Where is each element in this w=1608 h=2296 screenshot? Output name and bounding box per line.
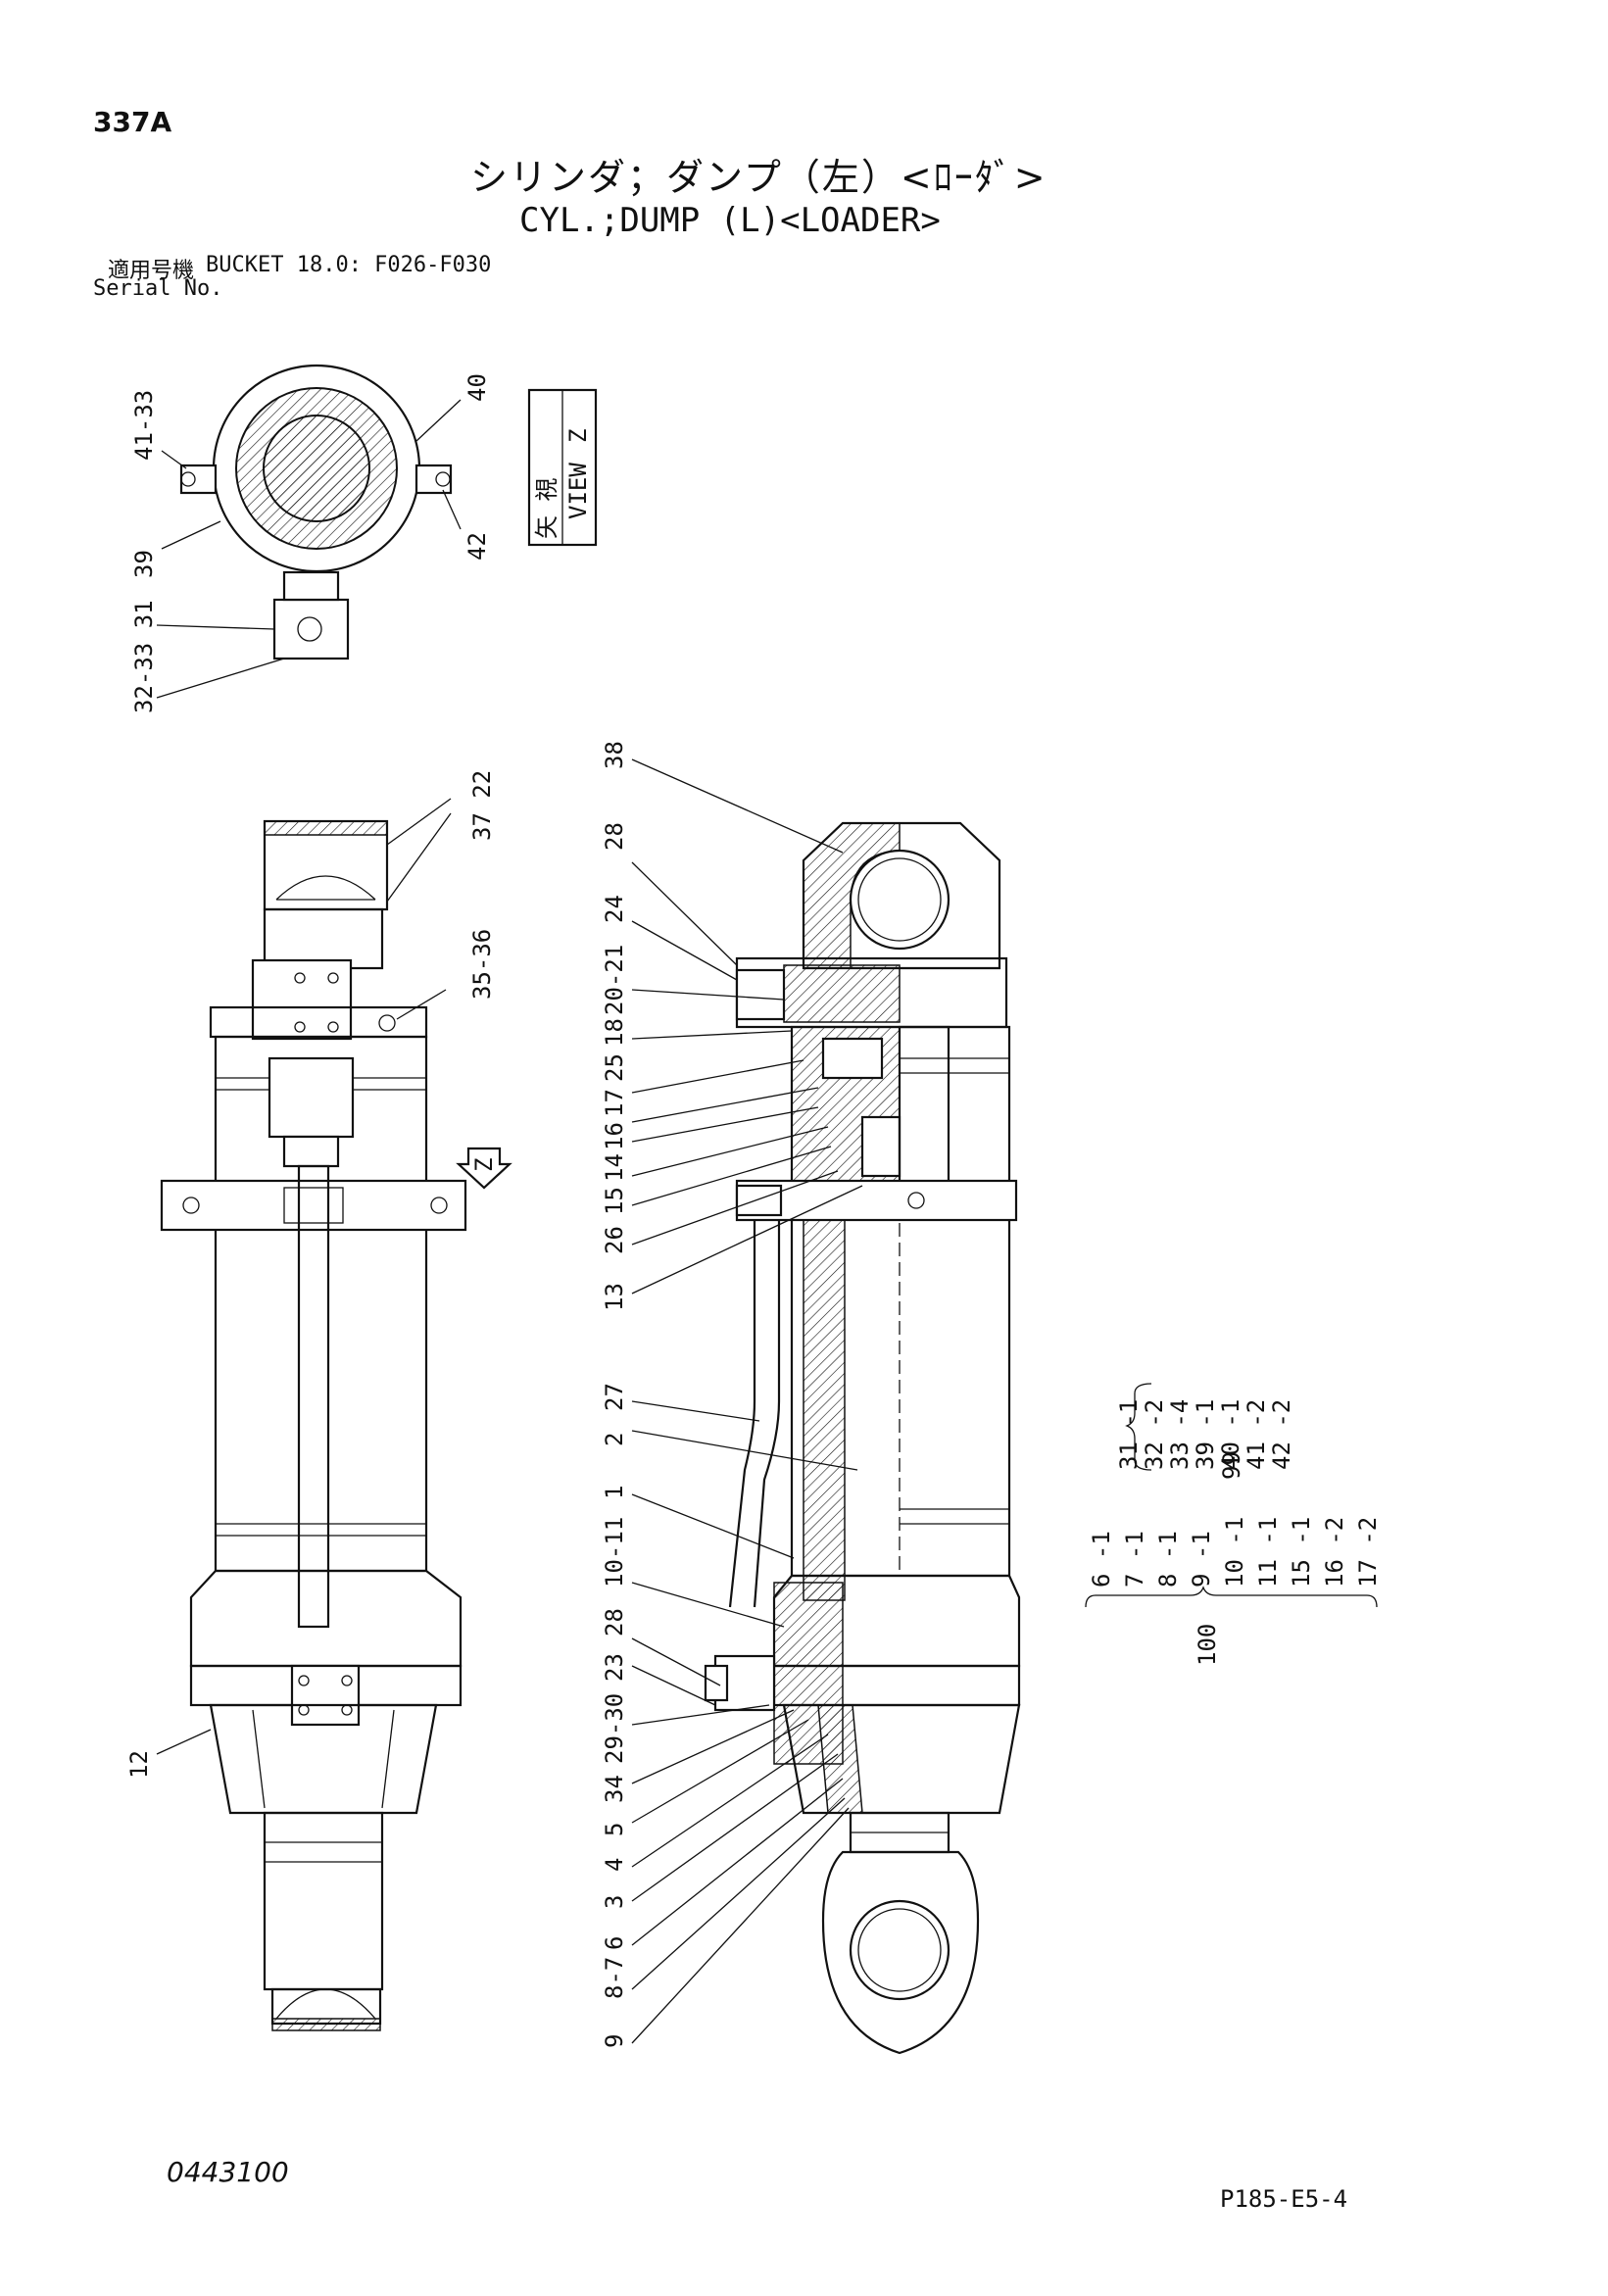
label-28-top: 28 xyxy=(601,822,628,851)
page-number: 337A xyxy=(93,106,172,138)
label-26: 26 xyxy=(601,1226,628,1254)
title-english: CYL.;DUMP (L)<LOADER> xyxy=(519,201,941,240)
kit-99-group: 99 31 -1 32 -2 33 -4 39 -1 40 -1 41 -2 4… xyxy=(1115,1383,1295,1480)
label-42: 42 xyxy=(463,532,491,561)
label-12: 12 xyxy=(125,1750,153,1779)
label-8-7: 8-7 xyxy=(601,1957,628,1999)
applicable-model-value: BUCKET 18.0: F026-F030 xyxy=(206,253,492,277)
label-20-21: 20-21 xyxy=(601,945,628,1015)
label-38: 38 xyxy=(601,741,628,769)
label-37-22: 37 22 xyxy=(468,770,496,841)
label-29-30: 29-30 xyxy=(601,1693,628,1764)
label-34: 34 xyxy=(601,1775,628,1803)
label-10-11: 10-11 xyxy=(601,1517,628,1588)
view-label-jp: 矢 視 xyxy=(533,478,560,539)
document-code: 0443100 xyxy=(167,2156,289,2188)
kit-100-item: 15 -1 xyxy=(1288,1517,1315,1588)
kit-100-number: 100 xyxy=(1194,1624,1221,1666)
kit-99-item: 31 -1 xyxy=(1115,1399,1143,1470)
kit-99-number: 99 xyxy=(1218,1451,1245,1480)
kit-99-item: 32 -2 xyxy=(1141,1399,1168,1470)
bolt-left-icon xyxy=(180,471,196,487)
kit-100-item: 8 -1 xyxy=(1154,1531,1182,1588)
label-9: 9 xyxy=(601,2034,628,2048)
label-3: 3 xyxy=(601,1895,628,1909)
kit-99-item: 41 -2 xyxy=(1243,1399,1270,1470)
label-32-33-31: 32-33 31 xyxy=(130,600,158,713)
view-z-arrow-icon: Z xyxy=(456,1147,512,1190)
kit-100-item: 16 -2 xyxy=(1321,1517,1348,1588)
kit-100-item: 9 -1 xyxy=(1188,1531,1215,1588)
label-16: 16 xyxy=(601,1122,628,1150)
kit-99-item: 40 -1 xyxy=(1217,1399,1244,1470)
clamp-ear-left xyxy=(179,464,218,495)
label-1: 1 xyxy=(601,1486,628,1499)
right-view-section: 38 28 24 20-21 18 25 17 16 14 15 26 13 2… xyxy=(601,741,1021,2055)
kit-100-item: 6 -1 xyxy=(1088,1531,1115,1588)
label-4: 4 xyxy=(601,1858,628,1872)
left-view-cylinder: 37 22 35-36 12 xyxy=(125,770,496,2031)
label-15: 15 xyxy=(601,1187,628,1215)
label-27: 27 xyxy=(601,1383,628,1411)
rod-section xyxy=(263,415,370,522)
label-25: 25 xyxy=(601,1053,628,1082)
serial-number-label: Serial No. xyxy=(93,276,223,301)
kit-99-item: 39 -1 xyxy=(1192,1399,1219,1470)
label-24: 24 xyxy=(601,895,628,923)
label-23: 23 xyxy=(601,1653,628,1682)
view-label-letter: Z xyxy=(564,429,592,443)
label-40: 40 xyxy=(463,373,491,402)
page-reference: P185-E5-4 xyxy=(1220,2185,1348,2213)
kit-100-group: 100 6 -1 7 -1 8 -1 9 -1 10 -1 11 -1 15 -… xyxy=(1085,1517,1382,1666)
label-14: 14 xyxy=(601,1153,628,1182)
label-41-33: 41-33 xyxy=(130,390,158,461)
label-35-36: 35-36 xyxy=(468,929,496,1000)
title-japanese: シリンダ；ダンプ（左）<ﾛｰﾀﾞ> xyxy=(470,156,1048,199)
label-6: 6 xyxy=(601,1936,628,1950)
view-z-box: 矢 視 VIEW Z xyxy=(527,388,598,547)
valve-block xyxy=(272,598,350,660)
kit-99-item: 42 -2 xyxy=(1268,1399,1295,1470)
kit-100-item: 11 -1 xyxy=(1254,1517,1282,1588)
bolt-right-icon xyxy=(435,471,451,487)
kit-100-item: 7 -1 xyxy=(1121,1531,1148,1588)
kit-100-item: 10 -1 xyxy=(1221,1517,1248,1588)
view-label-en: VIEW xyxy=(564,463,592,519)
label-5: 5 xyxy=(601,1823,628,1836)
clamp-ear-right xyxy=(414,464,453,495)
label-39: 39 xyxy=(130,550,158,578)
port-icon xyxy=(297,616,322,642)
kit-99-item: 33 -4 xyxy=(1166,1399,1194,1470)
label-2: 2 xyxy=(601,1433,628,1446)
arrow-marker-letter: Z xyxy=(470,1158,498,1172)
label-18: 18 xyxy=(601,1018,628,1047)
block-mount xyxy=(282,570,340,602)
label-17: 17 xyxy=(601,1089,628,1117)
kit-100-item: 17 -2 xyxy=(1354,1517,1382,1588)
applicable-model-label: 適用号機 xyxy=(108,259,195,283)
top-view-section: 41-33 39 32-33 31 40 42 xyxy=(130,364,491,713)
label-28-bottom: 28 xyxy=(601,1608,628,1637)
label-13: 13 xyxy=(601,1283,628,1311)
